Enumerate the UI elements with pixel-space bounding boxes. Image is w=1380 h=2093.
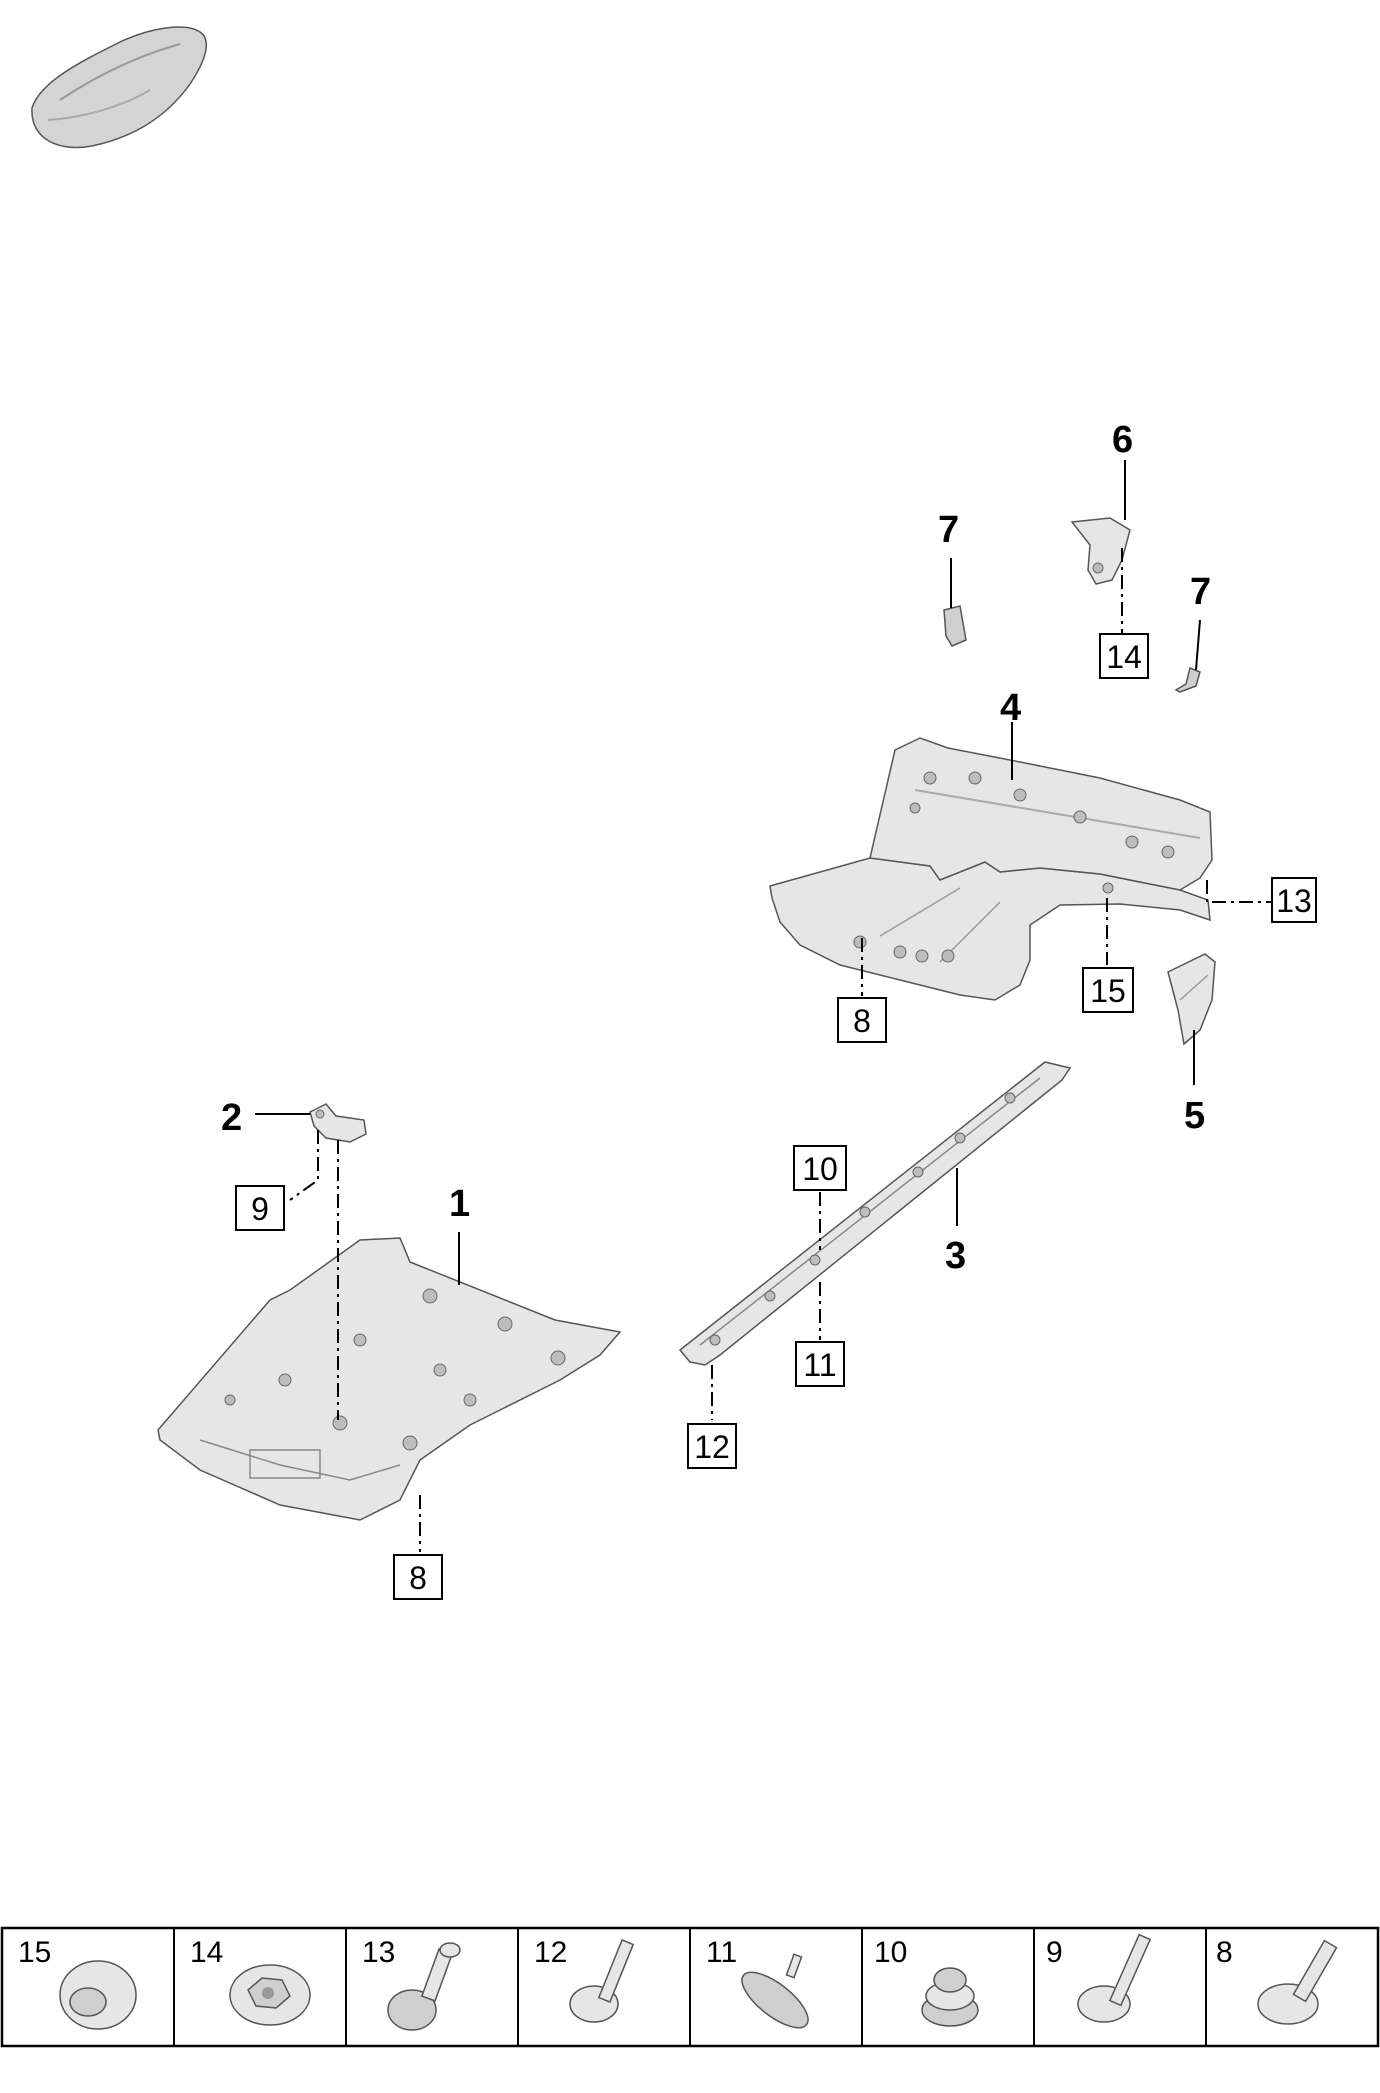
fastener-strip: 15 14 13 12 11 1 [0, 1926, 1380, 2048]
flange-nut-icon [59, 1960, 137, 2030]
part-3-holes [709, 1092, 1016, 1346]
callout-3: 3 [945, 1235, 966, 1277]
part-5-deflector [1167, 953, 1216, 1046]
box-10 [793, 1145, 847, 1191]
push-clip-icon [387, 1942, 461, 2031]
strip-label-9: 9 [1046, 1936, 1063, 1969]
box-12 [687, 1423, 737, 1469]
part-1-mount-holes [224, 1288, 566, 1451]
box-11 [795, 1341, 845, 1387]
box-13 [1271, 877, 1317, 923]
box-label-10: 10 [802, 1151, 838, 1187]
hex-nut-icon [229, 1964, 311, 2026]
part-6-bracket [1070, 517, 1131, 585]
box-label-8-front: 8 [409, 1560, 427, 1596]
bolt-icon-9 [1077, 1933, 1152, 2023]
box-label-13: 13 [1276, 883, 1312, 919]
strip-label-12: 12 [534, 1936, 567, 1969]
box-8-rear [837, 997, 887, 1043]
part-7-clip-left [943, 605, 967, 647]
box-8-front [393, 1554, 443, 1600]
box-label-11: 11 [803, 1347, 836, 1383]
strip-label-15: 15 [18, 1936, 51, 1969]
callout-4: 4 [1000, 687, 1021, 729]
callout-5: 5 [1184, 1095, 1205, 1137]
car-thumbnail-icon [31, 26, 208, 149]
callout-7-left: 7 [938, 509, 959, 551]
box-label-8-rear: 8 [853, 1003, 871, 1039]
part-4-holes [853, 771, 1175, 963]
part-1-underbody-panel [157, 1237, 622, 1521]
callout-1: 1 [449, 1183, 470, 1225]
strip-label-13: 13 [362, 1936, 395, 1969]
callout-6: 6 [1112, 419, 1133, 461]
part-7-clip-right [1174, 666, 1201, 693]
box-15 [1082, 967, 1134, 1013]
callout-2: 2 [221, 1097, 242, 1139]
strip-label-11: 11 [706, 1936, 737, 1969]
callout-7-right: 7 [1190, 571, 1211, 613]
strip-label-8: 8 [1216, 1936, 1233, 1969]
part-3-side-rail [678, 1061, 1072, 1366]
bolt-icon-12 [569, 1939, 635, 2023]
rivet-clip-icon [741, 1953, 809, 2029]
box-label-15: 15 [1090, 973, 1126, 1009]
box-label-9: 9 [251, 1191, 269, 1227]
part-4-rear-shield [769, 737, 1213, 1001]
box-label-12: 12 [694, 1429, 730, 1465]
bolt-icon-8 [1257, 1939, 1338, 2025]
strip-label-10: 10 [874, 1936, 907, 1969]
box-14 [1099, 633, 1149, 679]
strip-label-14: 14 [190, 1936, 223, 1969]
box-9 [235, 1185, 285, 1231]
box-label-14: 14 [1106, 639, 1142, 675]
grommet-nut-icon [921, 1967, 979, 2027]
